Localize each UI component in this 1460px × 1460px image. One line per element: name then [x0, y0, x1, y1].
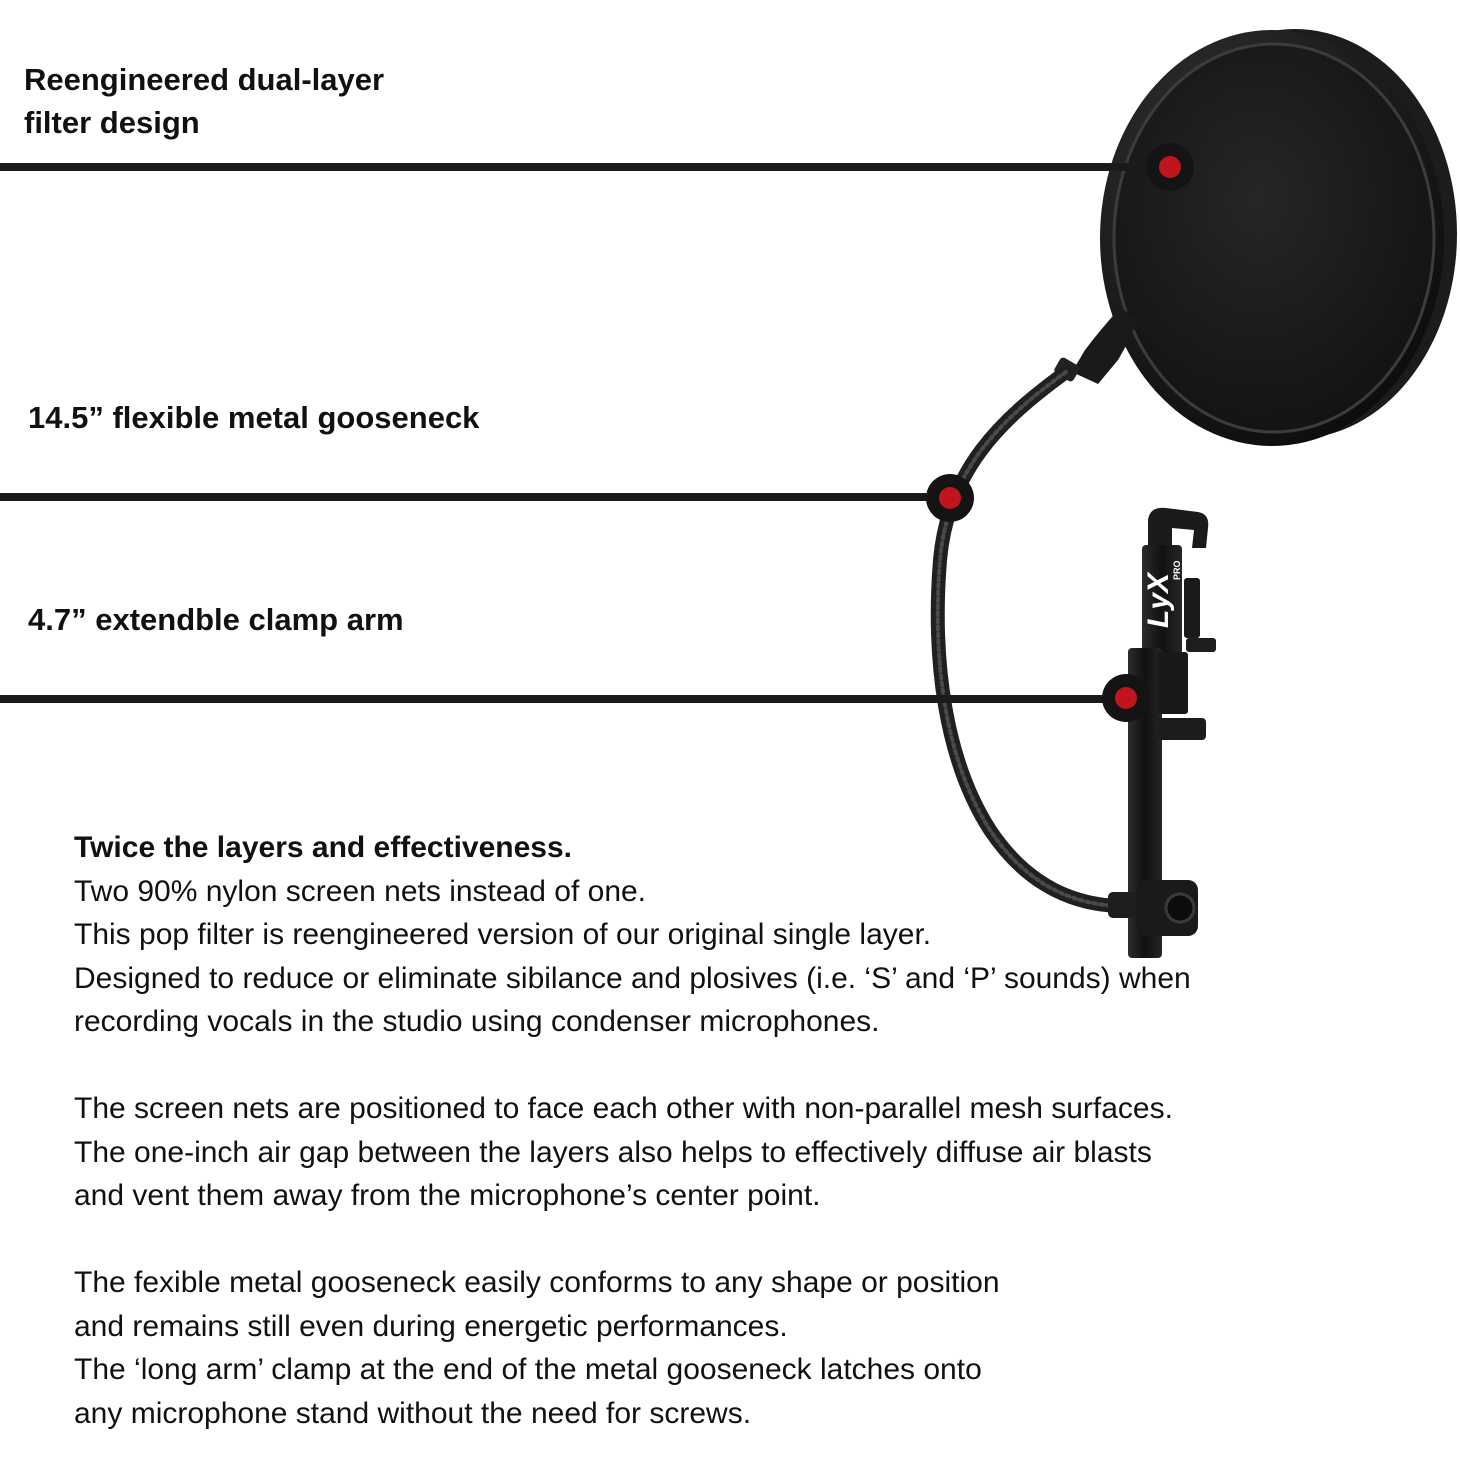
description-line: Two 90% nylon screen nets instead of one… [74, 874, 647, 908]
filter-mesh [1114, 44, 1434, 432]
description-line: any microphone stand without the need fo… [74, 1396, 752, 1430]
filter-front-ring [1100, 30, 1444, 446]
description-paragraph-2: The screen nets are positioned to face e… [74, 1087, 1374, 1218]
description-line: The screen nets are positioned to face e… [74, 1092, 1173, 1125]
callout-dot-icon [926, 474, 974, 522]
description-line: recording vocals in the studio using con… [74, 1005, 880, 1038]
description-line: and vent them away from the microphone’s… [74, 1179, 821, 1212]
description-line: and remains still even during energetic … [74, 1309, 788, 1343]
description-line: The one-inch air gap between the layers … [74, 1135, 1152, 1169]
callout-dot-icon [1102, 674, 1150, 722]
callout-line-gooseneck [0, 493, 945, 501]
description-line: This pop filter is reengineered version … [74, 918, 932, 951]
feature-label-filter-design: Reengineered dual-layer filter design [24, 62, 385, 140]
callout-dot-icon [1146, 143, 1194, 191]
clamp-upper-bar [1142, 545, 1182, 655]
brand-logo-subtext: PRO [1172, 560, 1182, 580]
description-paragraph-1: Two 90% nylon screen nets instead of one… [74, 870, 1374, 1044]
description-headline: Twice the layers and effectiveness. [74, 831, 573, 864]
callout-line-clamp-arm [0, 695, 1120, 703]
brand-logo: LyX [1142, 571, 1175, 628]
description-paragraph-3: The fexible metal gooseneck easily confo… [74, 1261, 1374, 1435]
callout-line-filter-design [0, 163, 1160, 171]
product-description: Twice the layers and effectiveness. Two … [74, 826, 1374, 1435]
filter-back-ring [1133, 29, 1457, 439]
filter-neck-connector [1072, 308, 1138, 384]
clamp-top-hook [1148, 507, 1209, 560]
feature-label-gooseneck: 14.5” flexible metal gooseneck [28, 400, 480, 435]
description-line: The ‘long arm’ clamp at the end of the m… [74, 1353, 982, 1386]
description-line: Designed to reduce or eliminate sibilanc… [74, 961, 1191, 995]
feature-label-clamp-arm: 4.7” extendble clamp arm [28, 602, 404, 637]
description-line: The fexible metal gooseneck easily confo… [74, 1266, 1000, 1299]
